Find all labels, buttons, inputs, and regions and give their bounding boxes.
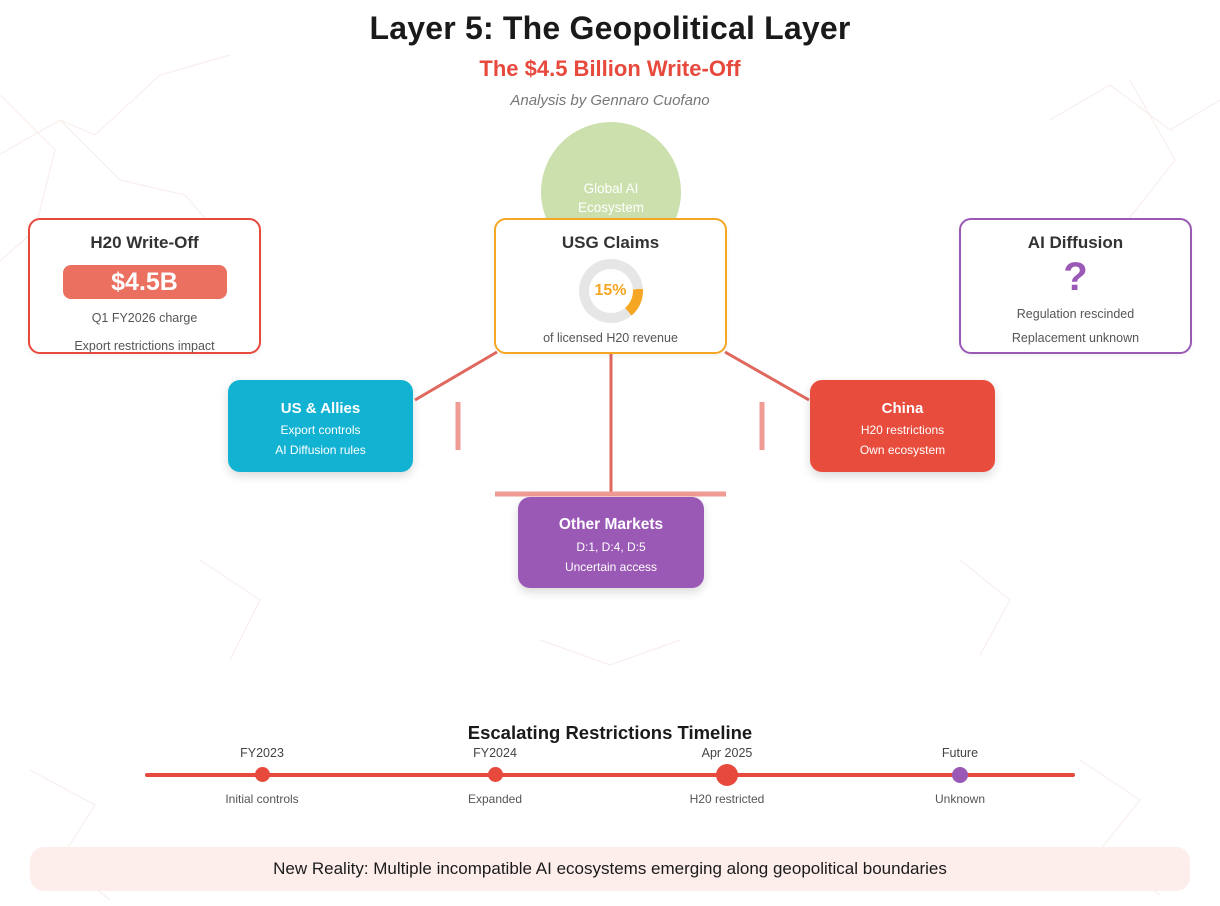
- new-reality-banner: New Reality: Multiple incompatible AI ec…: [30, 847, 1190, 891]
- usg-card-title: USG Claims: [561, 233, 660, 252]
- other-markets-title: Other Markets: [558, 516, 664, 533]
- h20-caption-1: Q1 FY2026 charge: [91, 311, 198, 325]
- china-title: China: [881, 400, 924, 417]
- ecosystem-label-line2: Ecosystem: [577, 200, 645, 215]
- timeline-dot-apr2025: [716, 764, 738, 786]
- timeline-caption-future: Unknown: [934, 792, 986, 806]
- china-line2: Own ecosystem: [859, 443, 946, 457]
- usg-caption: of licensed H20 revenue: [543, 331, 678, 345]
- diffusion-caption-2: Replacement unknown: [1011, 331, 1140, 345]
- timeline-axis: [145, 773, 1075, 777]
- timeline-label-future: Future: [941, 746, 979, 760]
- donut-percent-label: 15%: [594, 282, 627, 299]
- us-allies-line1: Export controls: [280, 423, 361, 437]
- page-title: Layer 5: The Geopolitical Layer: [369, 10, 851, 46]
- timeline-dot-future: [952, 767, 968, 783]
- timeline-dot-fy2024: [487, 767, 503, 782]
- diffusion-card-title: AI Diffusion: [1027, 233, 1124, 252]
- h20-card-title: H20 Write-Off: [90, 233, 199, 252]
- timeline-dot-fy2023: [254, 767, 270, 782]
- other-markets-line2: Uncertain access: [564, 560, 658, 574]
- timeline-label-fy2024: FY2024: [473, 746, 517, 760]
- timeline-caption-apr2025: H20 restricted: [689, 792, 765, 806]
- h20-caption-2: Export restrictions impact: [74, 339, 215, 353]
- question-mark-icon: ?: [1063, 255, 1088, 299]
- h20-value-badge: $4.5B: [62, 265, 227, 299]
- timeline-label-apr2025: Apr 2025: [701, 746, 753, 760]
- bloc-us-allies: US & Allies Export controls AI Diffusion…: [228, 380, 413, 472]
- us-allies-line2: AI Diffusion rules: [275, 443, 366, 457]
- timeline-label-fy2023: FY2023: [240, 746, 284, 760]
- card-usg-claims: USG Claims 15% of licensed H20 revenue: [494, 218, 727, 354]
- china-line1: H20 restrictions: [860, 423, 945, 437]
- other-markets-line1: D:1, D:4, D:5: [576, 540, 646, 554]
- usg-donut-gauge: 15%: [578, 259, 643, 323]
- diffusion-caption-1: Regulation rescinded: [1016, 307, 1135, 321]
- card-h20-write-off: H20 Write-Off $4.5B Q1 FY2026 charge Exp…: [28, 218, 261, 354]
- timeline-caption-fy2023: Initial controls: [225, 792, 299, 806]
- timeline-title: Escalating Restrictions Timeline: [467, 722, 753, 743]
- donut-hole: [588, 269, 633, 313]
- bloc-china: China H20 restrictions Own ecosystem: [810, 380, 995, 472]
- timeline-caption-fy2024: Expanded: [467, 792, 523, 806]
- page-subtitle: The $4.5 Billion Write-Off: [479, 56, 741, 81]
- us-allies-title: US & Allies: [280, 400, 361, 417]
- ecosystem-label-line1: Global AI: [583, 181, 639, 196]
- bloc-other-markets: Other Markets D:1, D:4, D:5 Uncertain ac…: [518, 497, 704, 588]
- card-ai-diffusion: AI Diffusion ? Regulation rescinded Repl…: [959, 218, 1192, 354]
- byline: Analysis by Gennaro Cuofano: [510, 92, 710, 109]
